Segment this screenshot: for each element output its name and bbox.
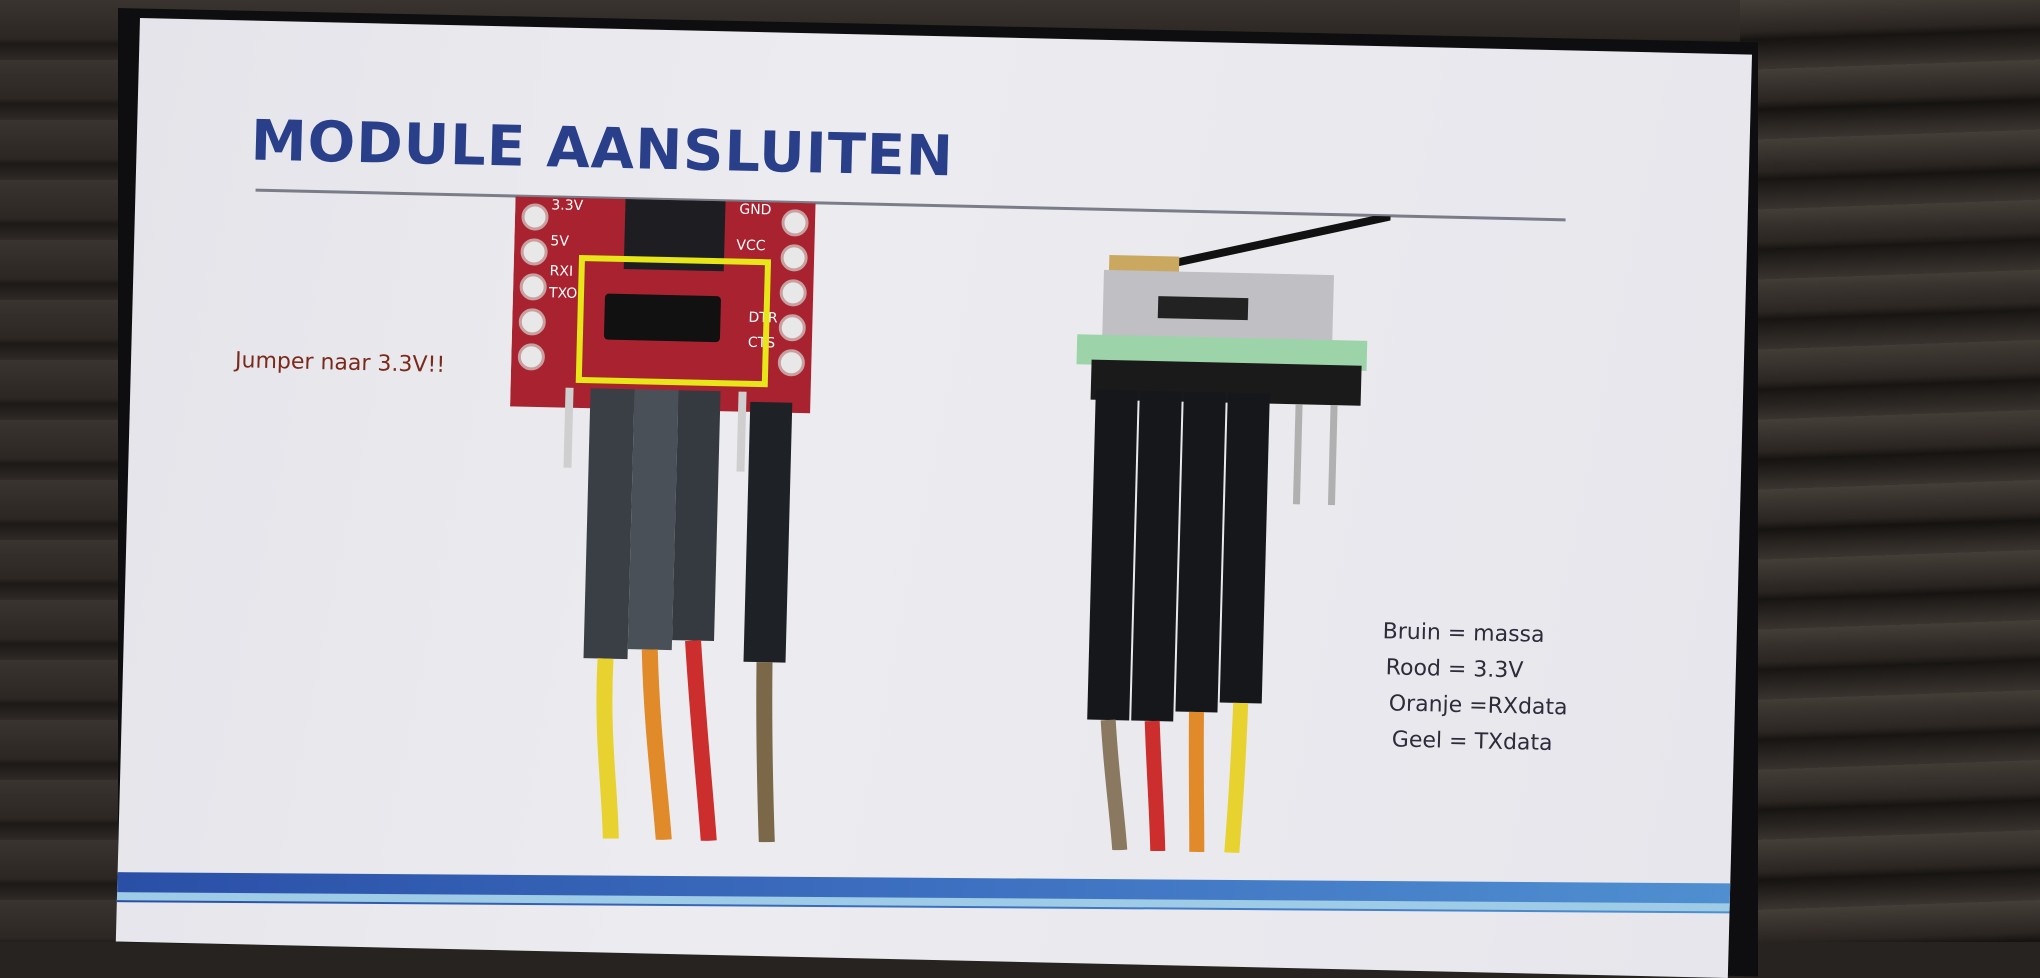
board-label-txo: TXO [548, 285, 578, 302]
jumper-highlight-box [575, 254, 772, 388]
legend-item-brown: Bruin = massa [1382, 619, 1545, 648]
slide-title: MODULE AANSLUITEN [249, 108, 955, 190]
wire-orange-module [1188, 711, 1205, 852]
wire-orange [641, 649, 672, 841]
wire-yellow [596, 658, 619, 839]
background-shelves [1740, 0, 2040, 942]
board-label-gnd: GND [739, 202, 772, 219]
antenna-wire [1138, 212, 1391, 275]
wire-brown-module [1100, 719, 1128, 851]
legend-item-red: Rood = 3.3V [1385, 655, 1524, 684]
board-label-vcc: VCC [736, 238, 766, 255]
legend-item-orange: Oranje =RXdata [1388, 691, 1568, 721]
board-label-3v3: 3.3V [551, 197, 584, 214]
jumper-note: Jumper naar 3.3V!! [234, 348, 446, 378]
legend-item-yellow: Geel = TXdata [1391, 727, 1553, 757]
rf-module-photo [1076, 212, 1391, 854]
wire-red [685, 640, 717, 842]
wire-red-module [1144, 720, 1166, 852]
presentation-slide: MODULE AANSLUITEN Jumper naar 3.3V!! 3.3… [115, 18, 1753, 978]
wire-brown [756, 662, 775, 843]
usb-serial-adapter-photo: 3.3V 5V RXI TXO VCC GND DTR CTS [510, 196, 816, 843]
wire-yellow-module [1224, 702, 1249, 854]
board-label-dtr: DTR [748, 310, 778, 327]
board-label-cts: CTS [748, 335, 776, 352]
jumper [603, 293, 721, 343]
board-label-5v: 5V [550, 233, 569, 249]
board-label-rxi: RXI [549, 263, 573, 280]
wire-color-legend: Bruin = massa Rood = 3.3V Oranje =RXdata… [1379, 614, 1570, 762]
